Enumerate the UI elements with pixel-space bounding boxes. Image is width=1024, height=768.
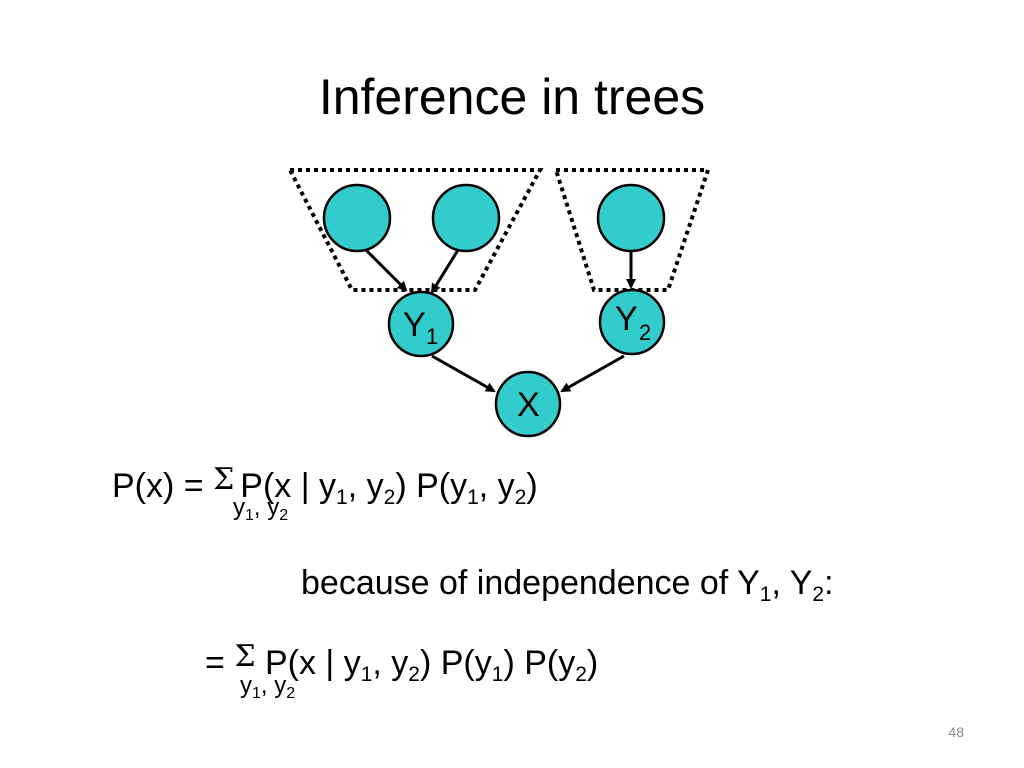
sigma-symbol: Σ (213, 462, 235, 497)
node-y1: Y 1 (387, 290, 455, 358)
edge-parent1-y1 (362, 246, 408, 292)
edge-y2-x (560, 354, 625, 393)
page-number: 48 (948, 724, 964, 740)
node-y2: Y 2 (598, 288, 666, 356)
node-y1-sub: 1 (426, 324, 438, 349)
node-y2-label: Y (615, 300, 638, 338)
node-parent-2 (431, 183, 501, 253)
node-y1-label: Y (403, 306, 426, 344)
right-subtree-box (553, 168, 711, 292)
node-x: X (494, 370, 562, 438)
edge-y1-x (431, 354, 496, 393)
node-parent-1 (322, 183, 392, 253)
sigma-symbol-2: Σ (234, 639, 256, 674)
node-x-label: X (517, 386, 540, 424)
sum-index-2: y1, y2 (240, 672, 296, 702)
sum-index-1: y1, y2 (233, 494, 289, 524)
edge-parent2-y1 (430, 249, 460, 294)
node-parent-3 (596, 183, 666, 253)
node-y2-sub: 2 (639, 320, 651, 345)
left-subtree-box (286, 168, 544, 292)
equation-factored: = Σ P(x | y1, y2) P(y1) P(y2) (205, 639, 599, 686)
independence-note: because of independence of Y1, Y2: (301, 564, 834, 606)
slide-title: Inference in trees (318, 69, 706, 125)
